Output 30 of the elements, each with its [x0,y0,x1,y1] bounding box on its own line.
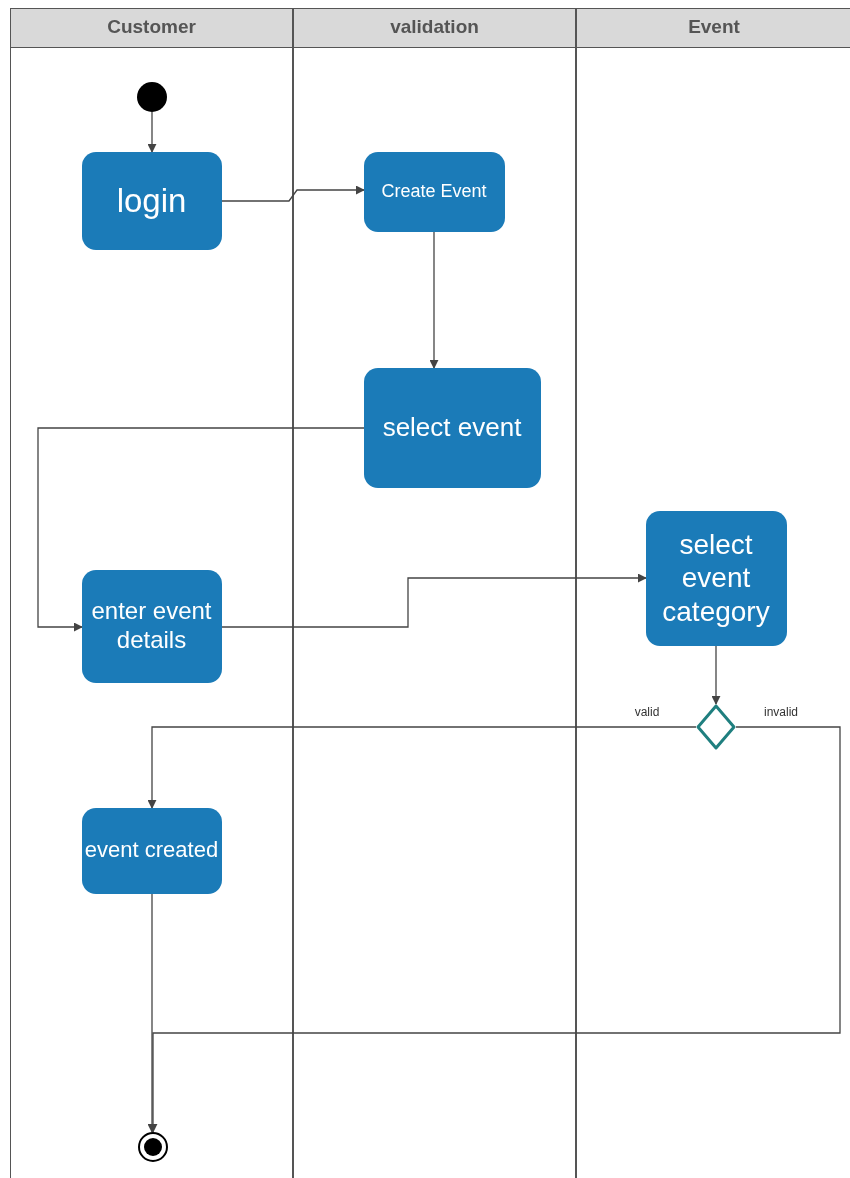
edge-label: valid [632,705,662,719]
swimlane [576,8,850,1178]
arrow [711,645,721,705]
action-box [81,807,222,894]
action-box [363,151,505,232]
arrow [429,231,439,369]
decision-diamond [695,703,736,750]
edge-label: invalid [762,705,800,719]
action-box [363,367,541,488]
arrow [147,111,157,153]
action-label: event created [84,837,219,864]
arrow [221,185,365,202]
swimlane [10,8,293,1178]
swimlane [293,8,576,1178]
action-label: select event category [661,527,771,629]
action-label: Create Event [381,180,487,203]
final-node [137,1131,168,1162]
lane-title: validation [389,16,480,38]
lane-title: Customer [106,16,197,38]
action-label: enter event details [90,597,213,655]
action-label: login [116,180,187,221]
arrow [147,726,697,809]
action-box [645,510,787,646]
action-box [81,569,222,683]
action-box [81,151,222,250]
arrow [221,573,647,628]
action-label: select event [382,411,522,444]
lane-title: Event [687,16,741,38]
initial-node [136,81,167,112]
arrow [37,427,365,632]
